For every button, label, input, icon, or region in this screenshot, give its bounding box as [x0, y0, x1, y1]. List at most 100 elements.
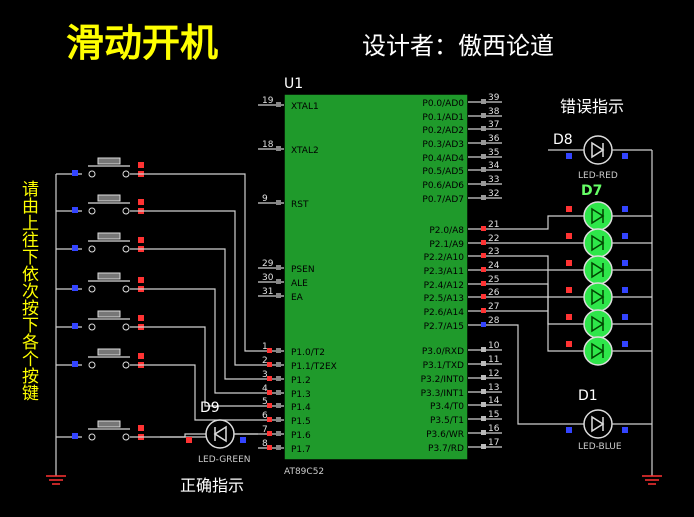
pin-name: P1.6 — [291, 431, 311, 441]
pin-name: P1.3 — [291, 390, 311, 400]
pin-number: 28 — [488, 316, 500, 326]
pin-name: P2.2/A10 — [424, 253, 465, 263]
pin-state-dot — [481, 99, 486, 104]
pin-name: P3.2/INT0 — [421, 375, 465, 385]
push-button[interactable] — [56, 194, 258, 366]
pin-number: 1 — [262, 342, 268, 352]
pin-number: 25 — [488, 275, 499, 285]
pin-dot — [276, 265, 281, 270]
pin-number: 15 — [488, 410, 499, 420]
push-button[interactable] — [56, 157, 258, 352]
side-instruction: 请由上往下依次按下各个按键 — [18, 180, 39, 401]
pin-number: 27 — [488, 302, 499, 312]
pin-name: P0.6/AD6 — [422, 181, 464, 191]
d8-part: LED-RED — [578, 171, 618, 181]
chip-part: AT89C52 — [284, 467, 324, 477]
pin-number: 12 — [488, 369, 499, 379]
pin-number: 31 — [262, 287, 273, 297]
pin-name: ALE — [291, 279, 308, 289]
pin-state-dot — [267, 362, 272, 367]
pin-number: 22 — [488, 234, 499, 244]
pin-name: P3.5/T1 — [430, 416, 464, 426]
pin-number: 29 — [262, 259, 274, 269]
d7-ref: D7 — [581, 183, 602, 199]
pin-state-dot — [481, 416, 486, 421]
pin-number: 9 — [262, 194, 268, 204]
led-d8-icon — [583, 135, 613, 165]
pin-name: P1.0/T2 — [291, 348, 325, 358]
pin-name: P3.7/RD — [428, 444, 464, 454]
push-button[interactable] — [56, 272, 258, 394]
designer-text: 设计者：傲西论道 — [362, 32, 554, 60]
pin-name: P0.2/AD2 — [422, 126, 464, 136]
pin-name: P2.3/A11 — [424, 267, 464, 277]
push-button[interactable] — [56, 348, 258, 421]
push-button[interactable] — [56, 420, 258, 441]
pin-dot — [276, 279, 281, 284]
pin-number: 8 — [262, 439, 268, 449]
pin-number: 2 — [262, 356, 268, 366]
pin-name: P3.3/INT1 — [421, 389, 464, 399]
pin-number: 3 — [262, 370, 268, 380]
d1-ref: D1 — [578, 388, 598, 404]
chip-left-pins: 19XTAL118XTAL29RST29PSEN30ALE31EA1P1.0/T… — [258, 96, 337, 455]
pin-dot — [276, 102, 281, 107]
pin-state-dot — [481, 113, 486, 118]
pin-state-dot — [481, 226, 486, 231]
pin-number: 37 — [488, 120, 499, 130]
pin-state-dot — [481, 240, 486, 245]
push-button[interactable] — [56, 310, 258, 407]
pin-dot — [276, 293, 281, 298]
pin-state-dot — [481, 126, 486, 131]
pin-dot — [276, 362, 281, 367]
pin-number: 18 — [262, 140, 274, 150]
chip-body[interactable] — [283, 93, 469, 461]
pin-state-dot — [481, 281, 486, 286]
pin-number: 39 — [488, 93, 500, 103]
pin-name: P3.4/T0 — [430, 402, 464, 412]
pin-number: 38 — [488, 107, 500, 117]
pin-name: P0.5/AD5 — [422, 167, 464, 177]
pin-state-dot — [267, 431, 272, 436]
pin-name: P2.0/A8 — [429, 226, 464, 236]
pin-state-dot — [481, 181, 486, 186]
pin-name: XTAL1 — [291, 102, 319, 112]
pin-name: P3.0/RXD — [422, 347, 464, 357]
pin-state-dot — [267, 445, 272, 450]
pin-name: P1.2 — [291, 376, 311, 386]
pin-name: P0.7/AD7 — [422, 195, 464, 205]
pin-name: P2.1/A9 — [429, 240, 464, 250]
led-d1-icon — [583, 409, 613, 439]
pin-number: 33 — [488, 175, 499, 185]
pin-state-dot — [481, 402, 486, 407]
pin-number: 35 — [488, 148, 499, 158]
pin-dot — [276, 376, 281, 381]
pin-number: 14 — [488, 396, 500, 406]
pin-state-dot — [481, 347, 486, 352]
pin-state-dot — [481, 140, 486, 145]
ground-left-icon — [46, 174, 66, 485]
pin-state-dot — [481, 389, 486, 394]
pin-name: XTAL2 — [291, 146, 319, 156]
chip-right-pins: 39P0.0/AD038P0.1/AD137P0.2/AD236P0.3/AD3… — [421, 93, 502, 454]
pin-name: P1.5 — [291, 417, 311, 427]
d9-part: LED-GREEN — [198, 455, 251, 465]
pin-name: P2.4/A12 — [424, 281, 464, 291]
d8-ref: D8 — [553, 132, 573, 148]
led-green-icon — [583, 282, 613, 312]
pin-number: 24 — [488, 261, 500, 271]
pin-name: P1.4 — [291, 403, 311, 413]
pin-state-dot — [481, 361, 486, 366]
pin-number: 6 — [262, 411, 268, 421]
pin-name: P0.0/AD0 — [422, 99, 464, 109]
push-button[interactable] — [56, 232, 258, 380]
pin-name: RST — [291, 200, 309, 210]
pin-name: P0.3/AD3 — [422, 140, 464, 150]
pin-name: P1.1/T2EX — [291, 362, 337, 372]
pin-state-dot — [267, 417, 272, 422]
led-green-icon — [583, 201, 613, 231]
pin-name: P2.6/A14 — [424, 308, 465, 318]
pin-number: 4 — [262, 384, 268, 394]
pin-dot — [276, 445, 281, 450]
